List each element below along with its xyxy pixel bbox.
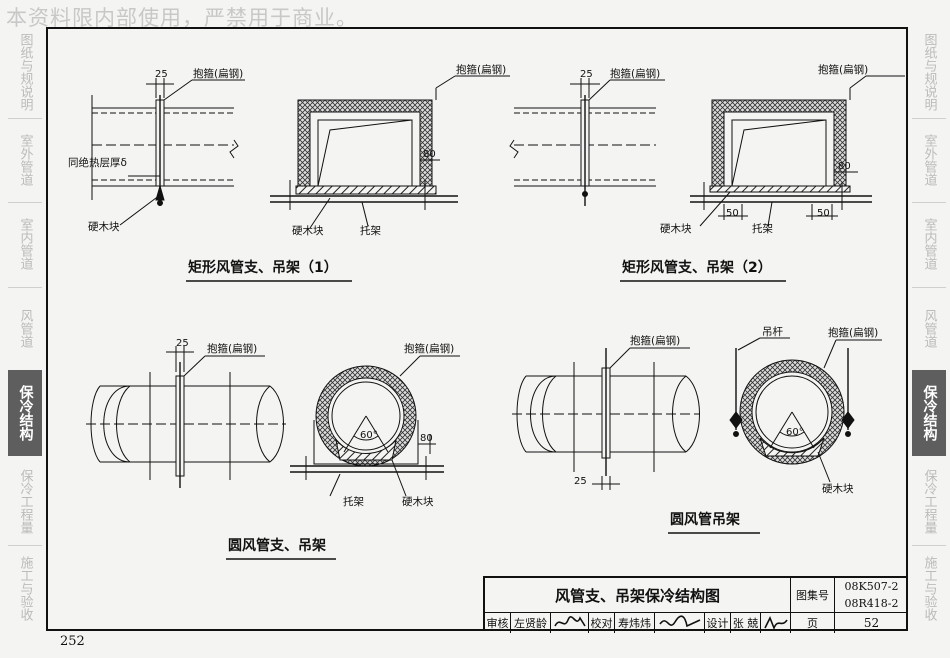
right-tab-label: 风管道 <box>921 308 937 348</box>
rect2-side-hoop-label: 抱箍(扁钢) <box>610 67 660 80</box>
rect2-section-dim-50-right: 50 <box>817 208 830 219</box>
right-tab-general[interactable]: 图纸与规说明 <box>912 28 946 116</box>
left-tab-label: 保冷结构 <box>17 385 34 441</box>
left-tab-label: 室外管道 <box>17 134 33 186</box>
rect2-section-bracket-label: 托架 <box>752 222 773 235</box>
round-hanger-dim-25: 25 <box>574 476 587 487</box>
round-section-wood-label: 硬木块 <box>402 496 434 508</box>
left-tab-label: 保冷工程量 <box>17 468 33 534</box>
title-block-divider <box>485 612 908 613</box>
page-value: 52 <box>863 616 880 630</box>
caption-rect2: 矩形风管支、吊架（2） <box>622 259 772 276</box>
right-tab-indoor[interactable]: 室内管道 <box>912 204 946 284</box>
drawing-frame <box>46 27 908 631</box>
right-tab-duct[interactable]: 风管道 <box>912 289 946 367</box>
right-tab-label: 保冷工程量 <box>921 468 937 534</box>
left-tab-general[interactable]: 图纸与规说明 <box>8 28 42 116</box>
title-block: 风管支、吊架保冷结构图 图集号 08K507-2 08R418-2 审核 左贤龄… <box>483 576 908 633</box>
page-number: 252 <box>60 634 85 649</box>
design-label: 设计 <box>705 613 731 633</box>
right-tab-outdoor[interactable]: 室外管道 <box>912 120 946 200</box>
rect1-section-wood-label: 硬木块 <box>292 225 324 237</box>
check-signature <box>655 613 705 633</box>
design-signature <box>761 613 791 633</box>
round-support-side-view <box>86 346 286 488</box>
round-hanger-wood-label: 硬木块 <box>822 483 854 495</box>
check-label: 校对 <box>589 613 615 633</box>
rect2-section <box>690 75 905 227</box>
caption-round-support: 圆风管支、吊架 <box>228 537 326 554</box>
rect2-side-dim-25: 25 <box>580 69 593 80</box>
rect1-section-dim-80: 80 <box>423 149 436 160</box>
rect2-side-view <box>509 78 665 206</box>
round-support-angle: 60° <box>360 430 378 441</box>
rect2-section-wood-label: 硬木块 <box>660 223 692 235</box>
right-tab-quantity[interactable]: 保冷工程量 <box>912 460 946 542</box>
rect1-side-dim-25: 25 <box>155 69 168 80</box>
rect2-section-dim-80: 80 <box>838 161 851 172</box>
round-section-hoop-label: 抱箍(扁钢) <box>404 342 454 355</box>
round-hanger-hoop-label: 抱箍(扁钢) <box>828 326 878 339</box>
round-hanger-side-view <box>512 347 700 490</box>
page-label: 页 <box>791 613 835 633</box>
left-tab-label: 风管道 <box>17 308 33 348</box>
rect1-section <box>270 75 510 229</box>
left-tab-quantity[interactable]: 保冷工程量 <box>8 460 42 542</box>
round-support-section <box>290 355 460 497</box>
left-tab-construction[interactable]: 施工与验收 <box>8 547 42 629</box>
left-tab-duct[interactable]: 风管道 <box>8 289 42 367</box>
rect1-side-hoop-label: 抱箍(扁钢) <box>193 67 243 80</box>
rect1-side-view <box>91 78 245 226</box>
rect2-section-hoop-label: 抱箍(扁钢) <box>818 63 868 76</box>
rect1-section-bracket-label: 托架 <box>360 224 381 237</box>
design-name: 张 兢 <box>731 613 761 633</box>
left-tab-indoor[interactable]: 室内管道 <box>8 204 42 284</box>
rect1-side-wood-label: 硬木块 <box>88 221 120 233</box>
signature-icon <box>658 615 700 628</box>
right-tab-label: 室内管道 <box>921 218 937 270</box>
left-tab-label: 室内管道 <box>17 218 33 270</box>
round-hanger-rod-label: 吊杆 <box>762 325 783 338</box>
watermark: 本资料限内部使用，严禁用于商业。 <box>6 6 358 30</box>
atlas-label: 图集号 <box>791 578 835 612</box>
right-tab-construction[interactable]: 施工与验收 <box>912 547 946 629</box>
left-tab-label: 施工与验收 <box>17 555 33 621</box>
review-label: 审核 <box>485 613 511 633</box>
atlas-number-2: 08R418-2 <box>844 597 899 610</box>
right-tab-label: 施工与验收 <box>921 555 937 621</box>
round-hanger-section <box>729 337 882 483</box>
drawing-title: 风管支、吊架保冷结构图 <box>485 578 791 612</box>
signature-icon <box>553 616 586 627</box>
signature-icon <box>763 616 788 631</box>
check-name: 寿炜炜 <box>615 613 655 633</box>
round-section-bracket-label: 托架 <box>343 495 364 508</box>
right-tab-label: 保冷结构 <box>921 385 938 441</box>
round-hanger-side-hoop-label: 抱箍(扁钢) <box>630 334 680 347</box>
atlas-number-1: 08K507-2 <box>844 580 899 593</box>
rect1-insulation-label: 同绝热层厚δ <box>68 156 127 169</box>
caption-rect1: 矩形风管支、吊架（1） <box>188 259 338 276</box>
rect1-section-hoop-label: 抱箍(扁钢) <box>456 63 506 76</box>
round-support-dim-80: 80 <box>420 433 433 444</box>
review-signature <box>551 613 589 633</box>
left-tab-outdoor[interactable]: 室外管道 <box>8 120 42 200</box>
round-hanger-angle: 60° <box>786 427 804 438</box>
review-name: 左贤龄 <box>511 613 551 633</box>
left-tab-cold-insulation[interactable]: 保冷结构 <box>8 370 42 456</box>
round-side-dim-25: 25 <box>176 338 189 349</box>
right-tab-label: 图纸与规说明 <box>921 33 937 111</box>
rect2-section-dim-50-left: 50 <box>726 208 739 219</box>
round-side-hoop-label: 抱箍(扁钢) <box>207 342 257 355</box>
left-tab-label: 图纸与规说明 <box>17 33 33 111</box>
caption-round-hanger: 圆风管吊架 <box>670 511 740 528</box>
right-tab-cold-insulation[interactable]: 保冷结构 <box>912 370 946 456</box>
right-tab-label: 室外管道 <box>921 134 937 186</box>
